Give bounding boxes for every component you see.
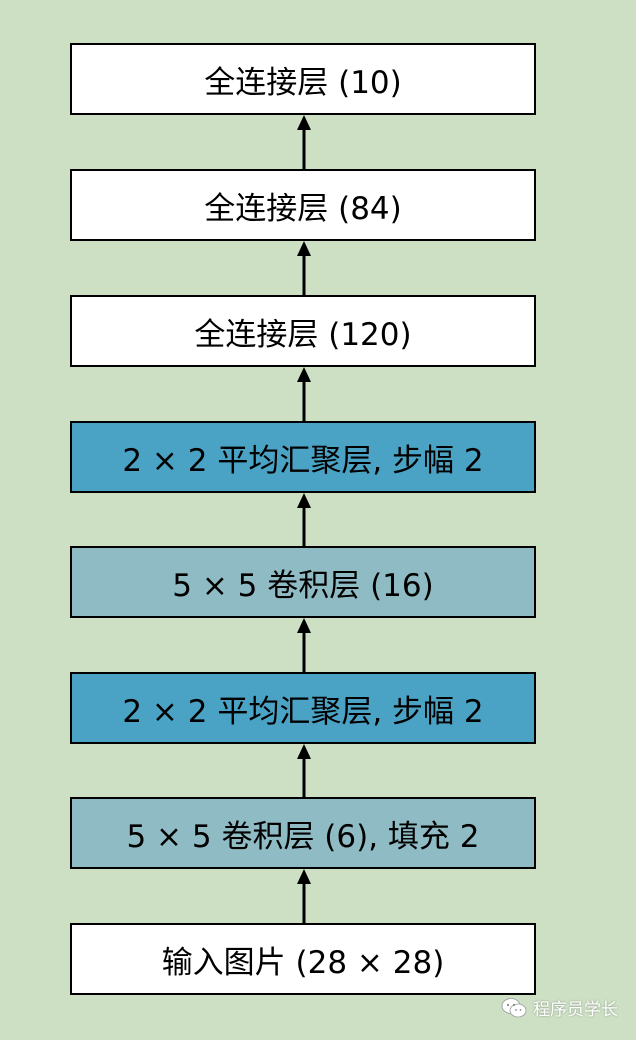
arrow-up-icon [294, 493, 314, 547]
watermark: 程序员学长 [501, 995, 618, 1020]
layer-conv-16: 5 × 5 卷积层 (16) [70, 546, 536, 618]
layer-input: 输入图片 (28 × 28) [70, 923, 536, 995]
layer-fc-10: 全连接层 (10) [70, 43, 536, 115]
layer-label: 输入图片 (28 × 28) [161, 944, 445, 981]
arrow-up-icon [294, 869, 314, 923]
layer-fc-120: 全连接层 (120) [70, 295, 536, 367]
layer-label: 2 × 2 平均汇聚层, 步幅 2 [122, 693, 484, 730]
arrow-up-icon [294, 115, 314, 169]
layer-avgpool-1: 2 × 2 平均汇聚层, 步幅 2 [70, 672, 536, 744]
layer-label: 全连接层 (84) [204, 190, 402, 227]
layer-label: 5 × 5 卷积层 (6), 填充 2 [126, 818, 480, 855]
layer-label: 2 × 2 平均汇聚层, 步幅 2 [122, 442, 484, 479]
arrow-up-icon [294, 618, 314, 672]
arrow-up-icon [294, 367, 314, 421]
layer-label: 全连接层 (120) [194, 316, 412, 353]
layer-label: 全连接层 (10) [204, 64, 402, 101]
wechat-icon [501, 997, 527, 1019]
layer-label: 5 × 5 卷积层 (16) [172, 567, 434, 604]
watermark-text: 程序员学长 [533, 1000, 618, 1020]
arrow-up-icon [294, 744, 314, 798]
layer-conv-6: 5 × 5 卷积层 (6), 填充 2 [70, 797, 536, 869]
layer-avgpool-2: 2 × 2 平均汇聚层, 步幅 2 [70, 421, 536, 493]
layer-fc-84: 全连接层 (84) [70, 169, 536, 241]
arrow-up-icon [294, 241, 314, 295]
